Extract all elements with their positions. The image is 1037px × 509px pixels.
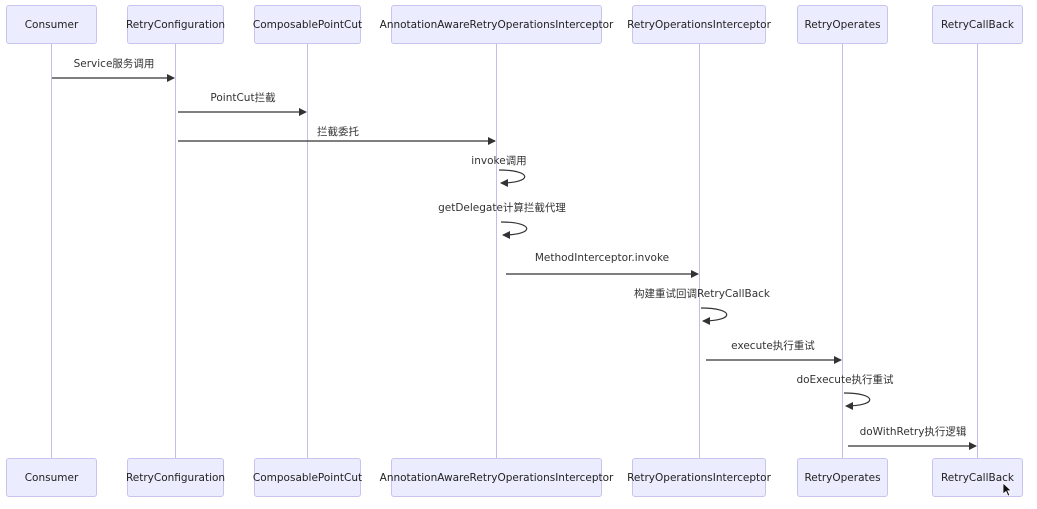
participant-annotation-aware-interceptor-bottom[interactable]: AnnotationAwareRetryOperationsIntercepto… <box>380 458 613 497</box>
message-label-intercept-delegate: 拦截委托 <box>317 126 359 138</box>
participant-retry-operates-top[interactable]: RetryOperates <box>797 5 888 44</box>
participant-retry-callback-top[interactable]: RetryCallBack <box>932 5 1023 44</box>
message-label-invoke: invoke调用 <box>471 155 527 167</box>
lifeline-retry-callback <box>977 44 978 458</box>
participant-consumer-top[interactable]: Consumer <box>6 5 97 44</box>
lifeline-retry-configuration <box>175 44 176 458</box>
message-label-method-interceptor-invoke: MethodInterceptor.invoke <box>534 252 670 264</box>
lifeline-consumer <box>51 44 52 458</box>
participant-retry-operates-bottom[interactable]: RetryOperates <box>797 458 888 497</box>
participant-annotation-aware-interceptor-top[interactable]: AnnotationAwareRetryOperationsIntercepto… <box>380 5 613 44</box>
message-label-get-delegate: getDelegate计算拦截代理 <box>438 202 566 214</box>
message-label-do-execute: doExecute执行重试 <box>796 374 894 386</box>
lifeline-annotation-aware-interceptor <box>496 44 497 458</box>
lifeline-retry-operations-interceptor <box>699 44 700 458</box>
arrow-self-do-execute <box>843 392 871 410</box>
participant-retry-configuration-top[interactable]: RetryConfiguration <box>126 5 225 44</box>
mouse-cursor-icon <box>1003 483 1013 497</box>
arrow-self-invoke <box>498 169 526 187</box>
lifeline-retry-operates <box>842 44 843 458</box>
participant-composable-pointcut-bottom[interactable]: ComposablePointCut <box>253 458 362 497</box>
message-label-do-with-retry: doWithRetry执行逻辑 <box>859 426 967 438</box>
message-label-pointcut-intercept: PointCut拦截 <box>210 92 276 104</box>
message-label-build-callback: 构建重试回调RetryCallBack <box>633 288 771 300</box>
arrow-self-build-callback <box>700 307 728 325</box>
participant-retry-operations-interceptor-top[interactable]: RetryOperationsInterceptor <box>627 5 771 44</box>
participant-retry-configuration-bottom[interactable]: RetryConfiguration <box>126 458 225 497</box>
lifeline-composable-pointcut <box>307 44 308 458</box>
arrow-self-get-delegate <box>500 221 528 239</box>
message-label-execute-retry: execute执行重试 <box>731 340 815 352</box>
message-label-service-call: Service服务调用 <box>73 58 155 70</box>
participant-retry-operations-interceptor-bottom[interactable]: RetryOperationsInterceptor <box>627 458 771 497</box>
participant-composable-pointcut-top[interactable]: ComposablePointCut <box>253 5 362 44</box>
participant-consumer-bottom[interactable]: Consumer <box>6 458 97 497</box>
